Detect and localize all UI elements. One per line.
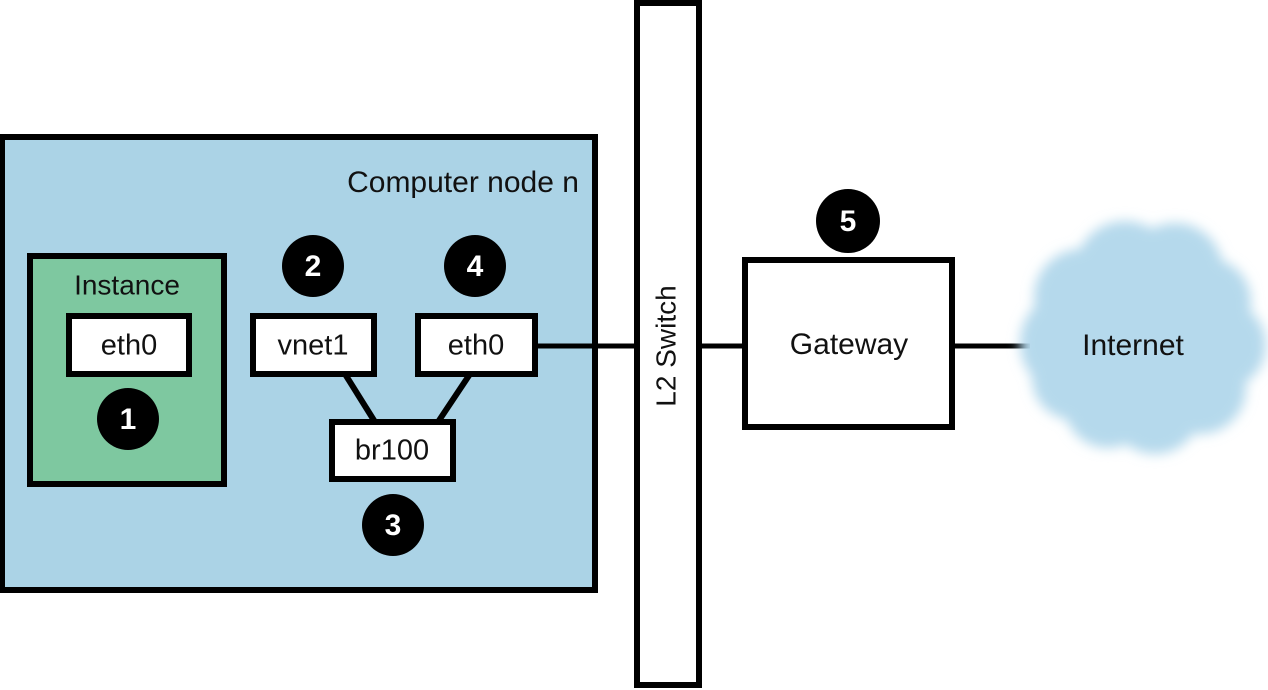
instance-label: Instance — [74, 269, 180, 300]
gateway-container: 5 Gateway — [742, 189, 955, 430]
vnet1-label: vnet1 — [278, 330, 349, 362]
badge-4-circle — [444, 235, 506, 297]
host-eth0-container: 4 eth0 — [415, 235, 538, 377]
br100-box[interactable] — [329, 419, 456, 482]
internet-label: Internet — [1082, 329, 1184, 362]
vnet1-box[interactable] — [250, 313, 377, 377]
br100-container: br100 3 — [329, 419, 456, 556]
internet-container: Internet — [1020, 221, 1266, 454]
l2-switch-label: L2 Switch — [650, 285, 681, 406]
badge-2-number: 2 — [305, 250, 322, 283]
line-br100-to-eth0 — [435, 372, 473, 424]
line-vnet1-to-br100 — [342, 372, 378, 424]
l2-switch-container: L2 Switch — [634, 0, 702, 688]
badge-5-number: 5 — [840, 205, 857, 238]
instance-container: Instance eth0 1 — [27, 253, 227, 487]
badge-3-circle — [362, 494, 424, 556]
host-eth0-label: eth0 — [448, 330, 504, 362]
host-eth0-box[interactable] — [415, 313, 538, 377]
gateway-label: Gateway — [790, 328, 908, 361]
badge-2-circle — [282, 235, 344, 297]
instance-eth0-label: eth0 — [101, 330, 157, 362]
badge-4-number: 4 — [467, 250, 484, 283]
vnet1-container: 2 vnet1 — [250, 235, 377, 377]
badge-5-circle — [816, 189, 880, 253]
internet-cloud-shape — [1020, 221, 1266, 454]
badge-1-circle — [97, 388, 159, 450]
br100-label: br100 — [355, 435, 429, 467]
instance-eth0-box[interactable] — [66, 313, 192, 377]
badge-3-number: 3 — [385, 509, 402, 542]
badge-1-number: 1 — [120, 403, 137, 436]
compute-node-label: Computer node n — [347, 166, 579, 199]
